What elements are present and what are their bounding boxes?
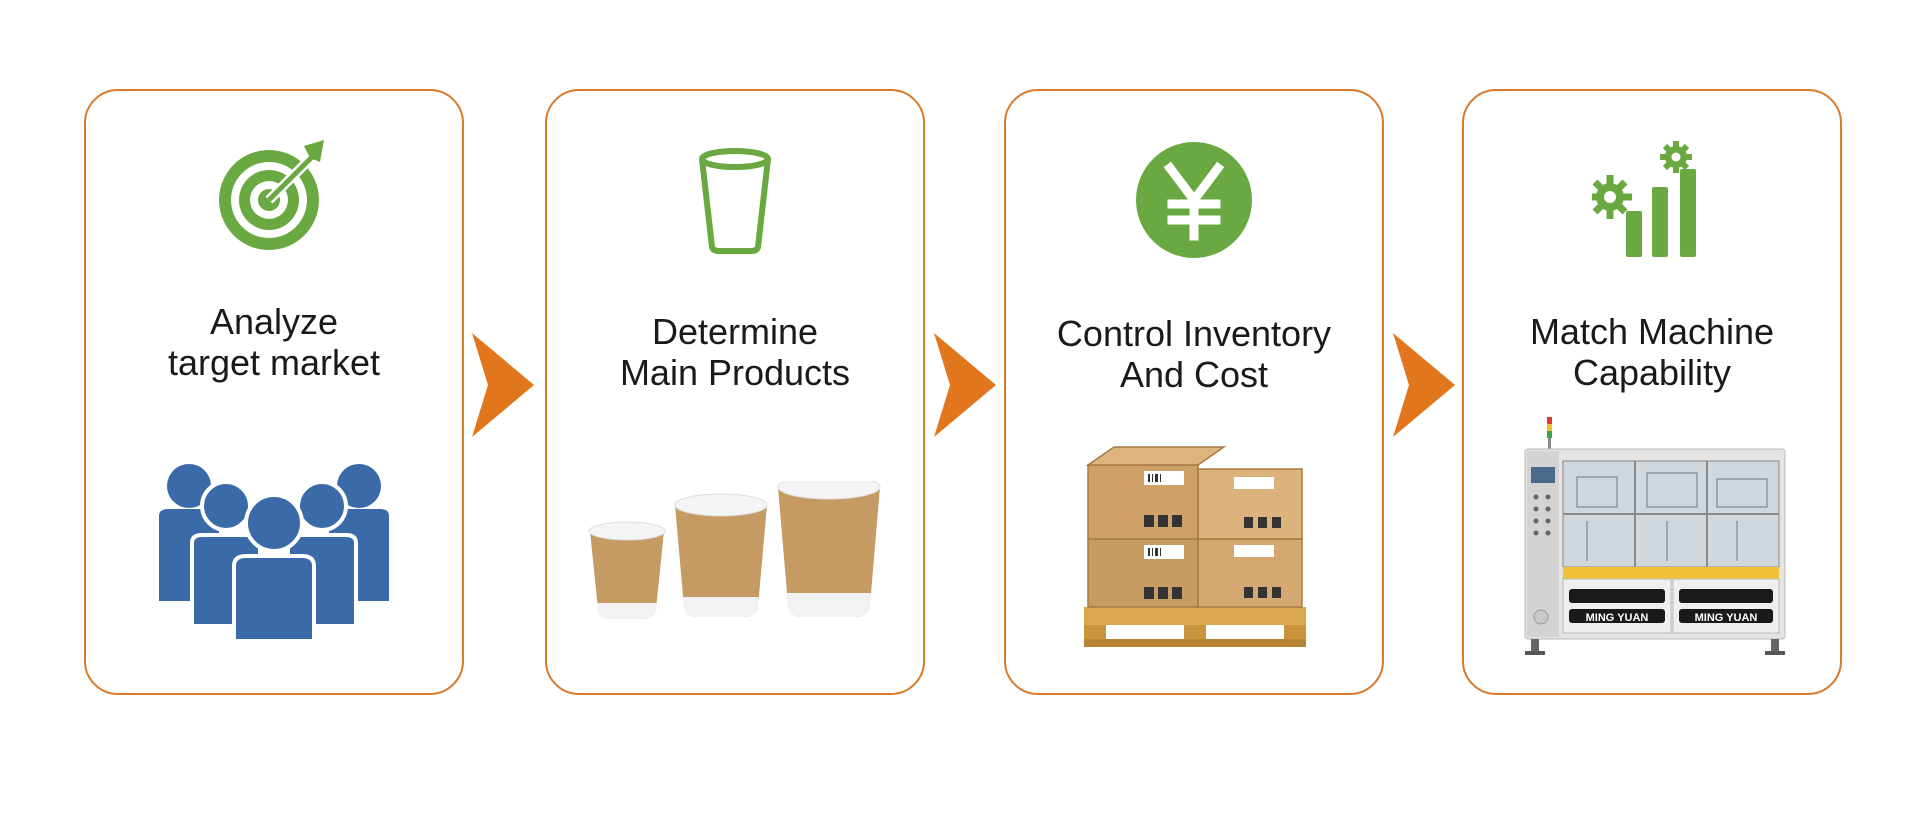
arrow-right-icon: [1393, 333, 1455, 437]
arrow-right-icon: [934, 333, 996, 437]
step-title: Match Machine Capability: [1464, 311, 1840, 393]
step-title-line2: Capability: [1572, 352, 1732, 393]
people-group-image: [159, 464, 389, 641]
cup-forming-machine-image: MING YUAN MING YUAN: [1524, 417, 1786, 655]
step-title: Determine Main Products: [547, 311, 923, 393]
step-card-control: Control Inventory And Cost: [1004, 89, 1384, 695]
step-card-determine: Determine Main Products: [545, 89, 925, 695]
step-card-analyze: Analyze target market: [84, 89, 464, 695]
cup-icon: [699, 148, 771, 254]
step-card-match: Match Machine Capability: [1462, 89, 1842, 695]
step-title-line2: target market: [167, 342, 381, 383]
target-icon: [219, 140, 324, 250]
arrow-right-icon: [472, 333, 534, 437]
step-title-line2: And Cost: [1119, 354, 1269, 395]
step-title-line2: Main Products: [619, 352, 851, 393]
step-title-line1: Determine: [651, 311, 819, 352]
kraft-paper-cups-image: [588, 481, 881, 619]
step-title: Control Inventory And Cost: [1006, 313, 1382, 395]
step-title-line1: Control Inventory: [1056, 313, 1332, 354]
step-title: Analyze target market: [86, 301, 462, 383]
machine-brand-label: MING YUAN: [1586, 612, 1649, 624]
machine-brand-label: MING YUAN: [1695, 612, 1758, 624]
gear-bar-chart-icon: [1592, 141, 1696, 257]
step-title-line1: Analyze: [209, 301, 339, 342]
step-title-line1: Match Machine: [1529, 311, 1775, 352]
yen-icon: [1136, 142, 1252, 258]
boxes-on-pallet-image: [1084, 446, 1306, 647]
